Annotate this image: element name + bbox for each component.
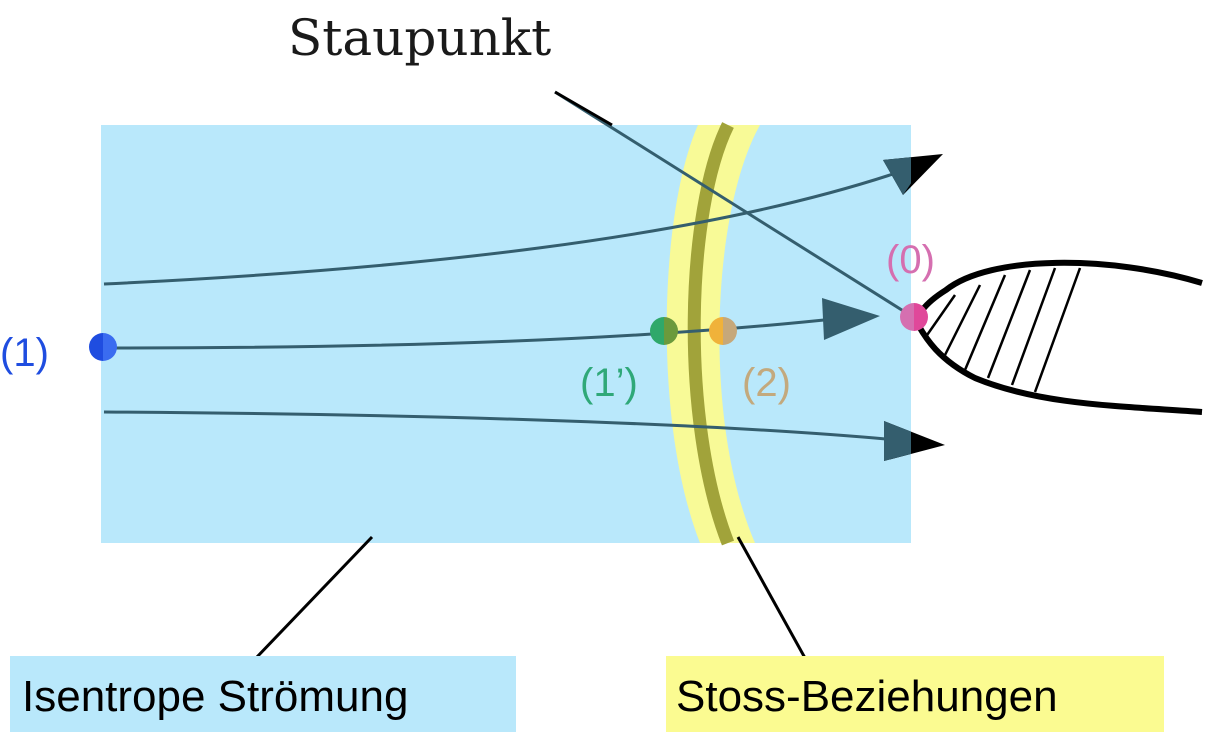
blunt-body xyxy=(913,259,1203,415)
shock-label-box xyxy=(666,656,1164,732)
staupunkt-pointer-outside xyxy=(554,90,613,127)
point-1-label: (1) xyxy=(0,331,49,375)
shock-leader xyxy=(736,536,807,659)
shock-line xyxy=(687,122,735,546)
arrowhead-middle xyxy=(822,298,880,340)
streamline-middle xyxy=(105,316,844,350)
streamline-top xyxy=(103,168,906,286)
isentrope-label-box xyxy=(10,656,516,732)
streamline-bottom xyxy=(103,410,898,442)
point-0-marker xyxy=(900,303,928,331)
point-2-marker xyxy=(709,317,737,345)
arrowhead-bottom xyxy=(884,421,945,461)
point-1prime-marker xyxy=(650,317,678,345)
shock-label: Stoss-Beziehungen xyxy=(676,672,1058,721)
point-1prime-label: (1’) xyxy=(580,361,638,405)
point-0-label: (0) xyxy=(886,238,935,282)
staupunkt-title: Staupunkt xyxy=(288,9,551,67)
point-2-label: (2) xyxy=(742,361,791,405)
point-1-marker xyxy=(89,333,117,361)
isentrope-leader xyxy=(254,535,374,660)
isentrope-region xyxy=(101,125,911,543)
staupunkt-pointer xyxy=(554,90,906,314)
arrowhead-top xyxy=(883,154,943,195)
isentrope-label: Isentrope Strömung xyxy=(22,672,408,721)
